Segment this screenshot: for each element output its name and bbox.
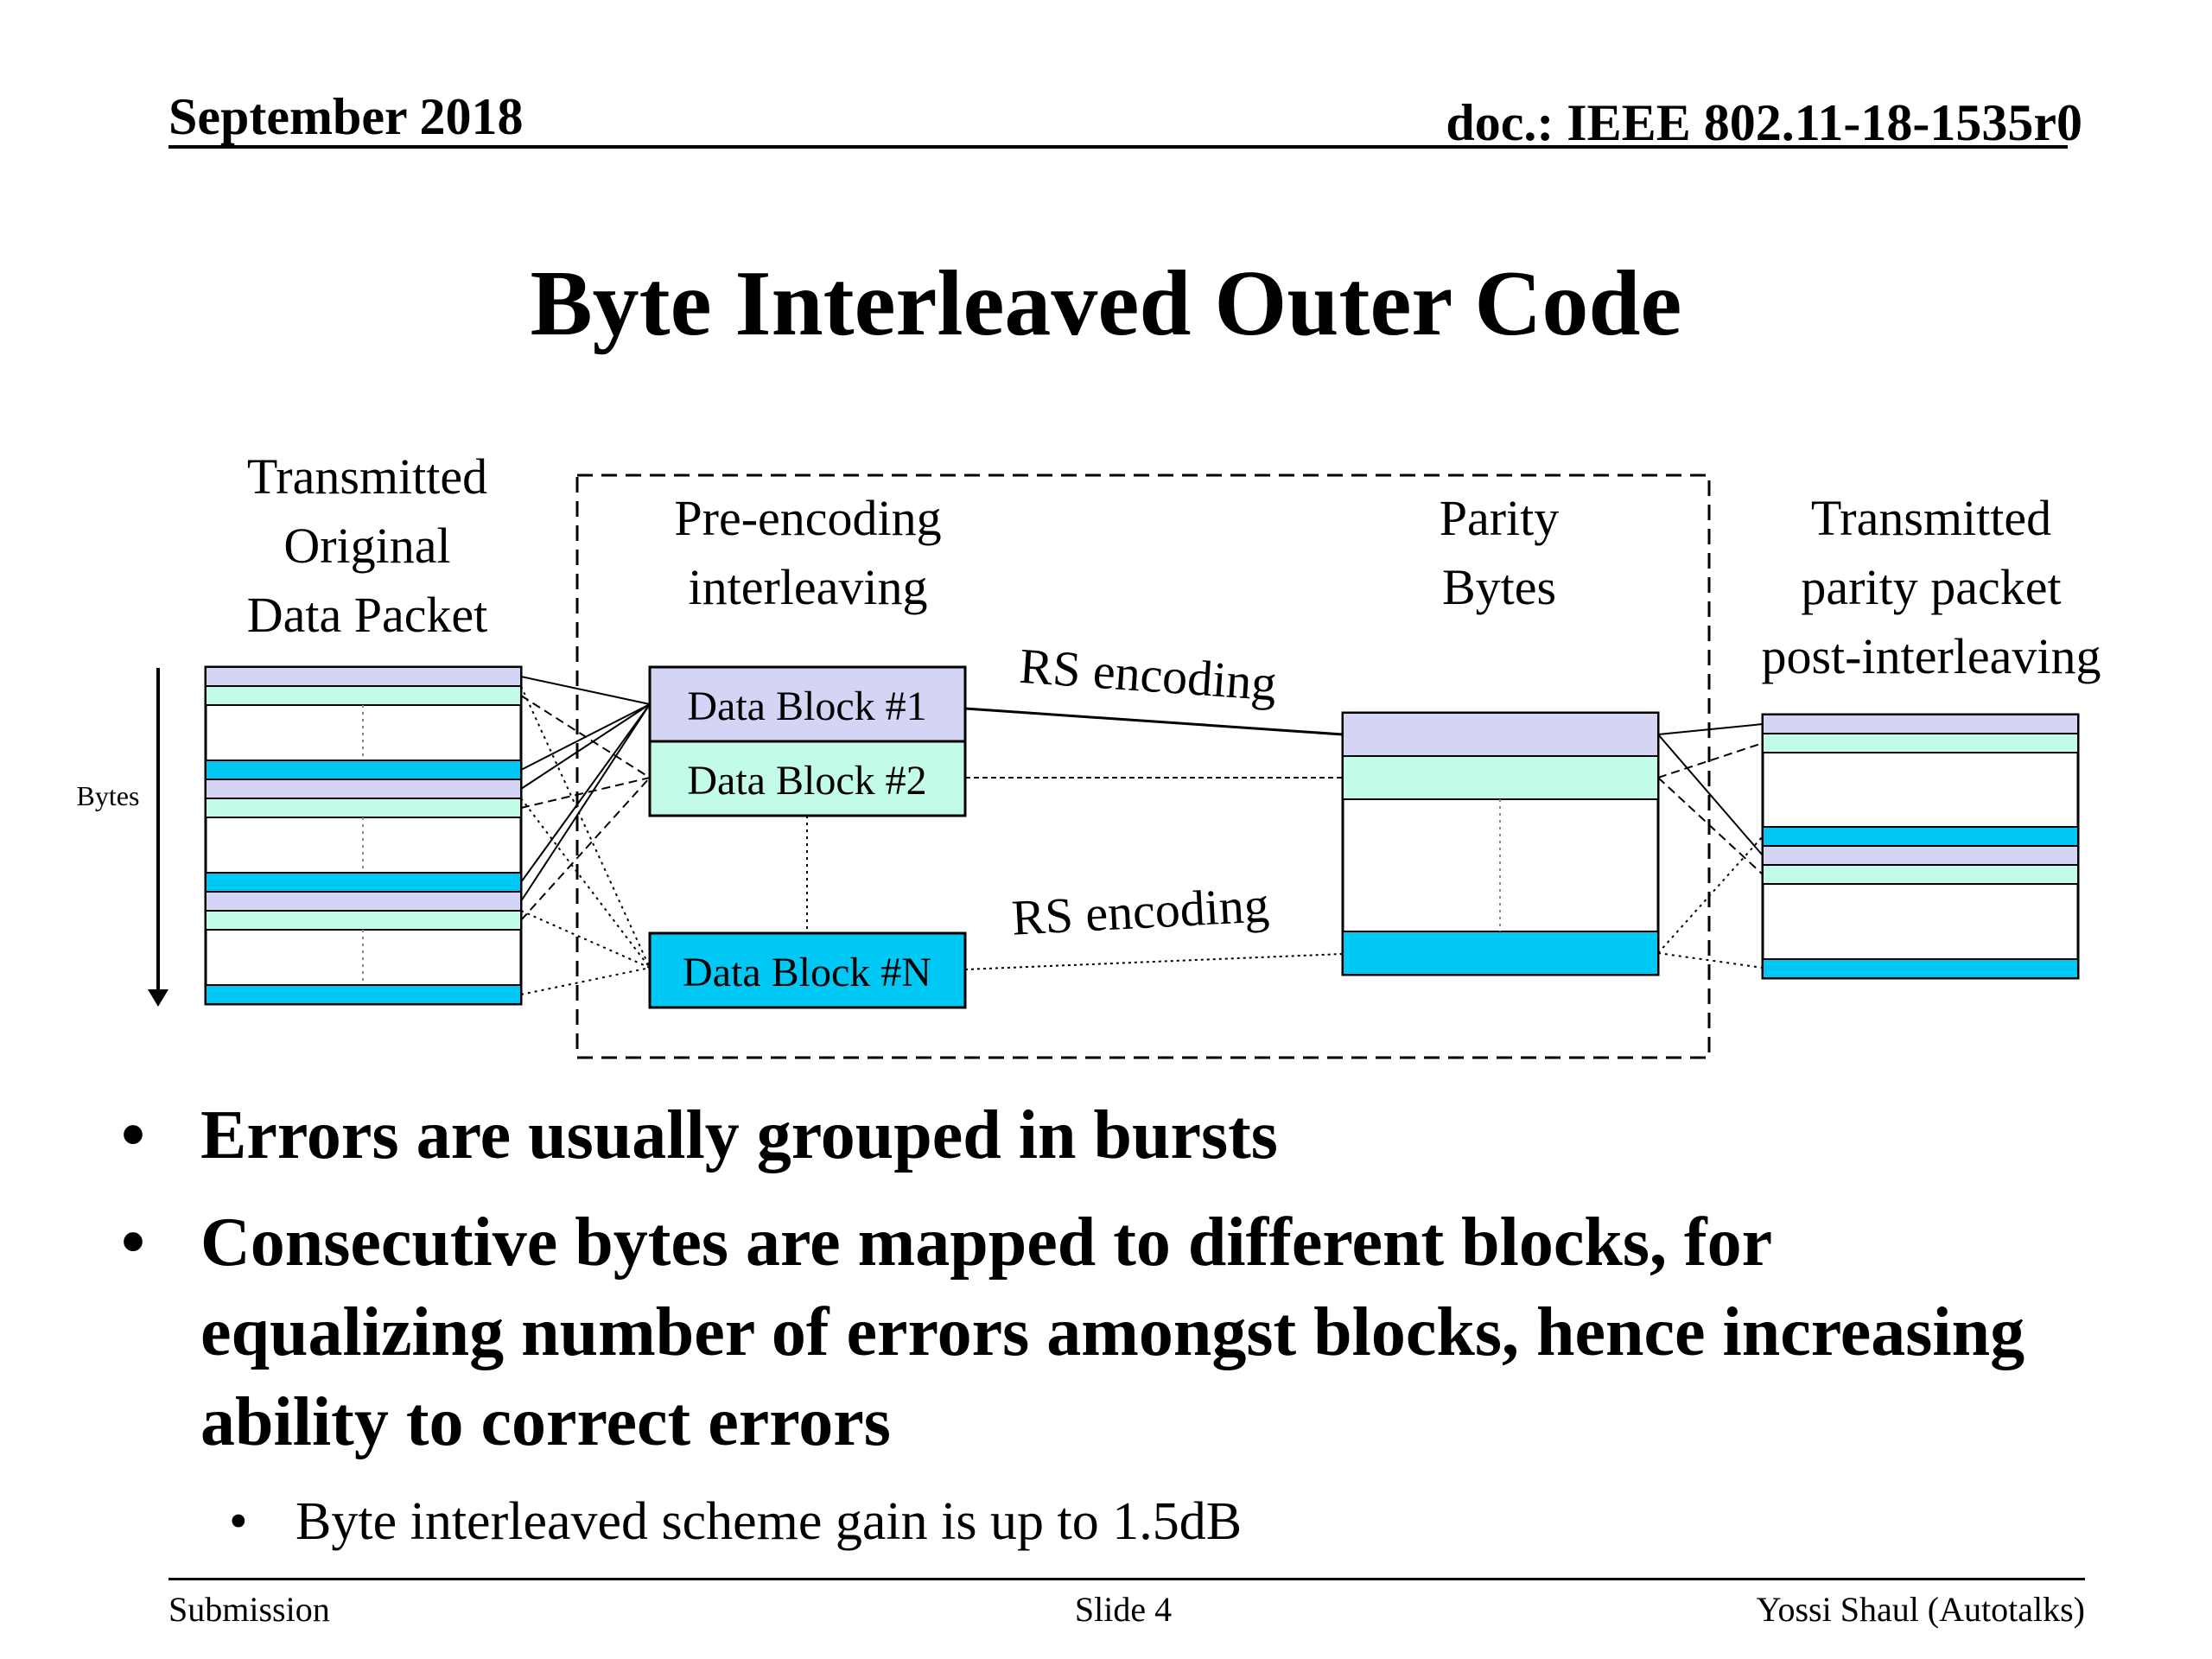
data-block-2: Data Block #2 [648,740,967,817]
label-transmitted-parity: Transmitted parity packet post-interleav… [1761,490,2101,685]
bytes-axis-label: Bytes [77,780,140,811]
interleave-lines-out [1657,723,1764,969]
original-data-packet [204,665,523,1006]
sub-bullet-dot-1: • [229,1492,248,1551]
rs-line-block-1 [964,707,1344,736]
parity-bytes-block [1341,711,1660,976]
bullet-dot-1: • [121,1097,146,1173]
sub-bullet-1: Byte interleaved scheme gain is up to 1.… [296,1492,1243,1551]
bytes-axis-arrowhead [148,989,168,1007]
data-block-1-label: Data Block #1 [687,683,926,729]
rs-encoding-label-top: RS encoding [1018,638,1279,712]
transmitted-parity-packet [1761,713,2080,980]
data-block-n-label: Data Block #N [683,950,931,995]
bullet-2: Consecutive bytes are mapped to differen… [200,1205,2025,1460]
label-transmitted-original: Transmitted Original Data Packet [246,448,488,644]
data-block-1: Data Block #1 [648,665,967,743]
interleave-lines-in [520,676,651,995]
data-block-2-label: Data Block #2 [687,758,926,804]
header-date: September 2018 [168,88,524,145]
data-block-n: Data Block #N [648,931,967,1009]
rs-line-block-n [964,953,1344,970]
label-pre-encoding: Pre-encoding interleaving [674,490,942,616]
label-parity-bytes: Parity Bytes [1439,490,1560,616]
encoder-frame [575,474,1711,1059]
slide-title: Byte Interleaved Outer Code [530,252,1682,355]
footer-submission: Submission [168,1590,330,1629]
footer-slide-number: Slide 4 [1074,1590,1173,1629]
interleaving-diagram: Bytes Data [77,474,2080,1059]
header-doc-id: doc.: IEEE 802.11-18-1535r0 [1446,94,2082,151]
packet-rows [205,666,522,1005]
header-rule [168,145,2068,149]
bullet-dot-2: • [121,1205,146,1281]
bullet-1: Errors are usually grouped in bursts [200,1097,1278,1173]
rs-encoding-label-bottom: RS encoding [1010,876,1270,946]
footer-author: Yossi Shaul (Autotalks) [1756,1590,2085,1629]
footer-rule [168,1578,2085,1580]
